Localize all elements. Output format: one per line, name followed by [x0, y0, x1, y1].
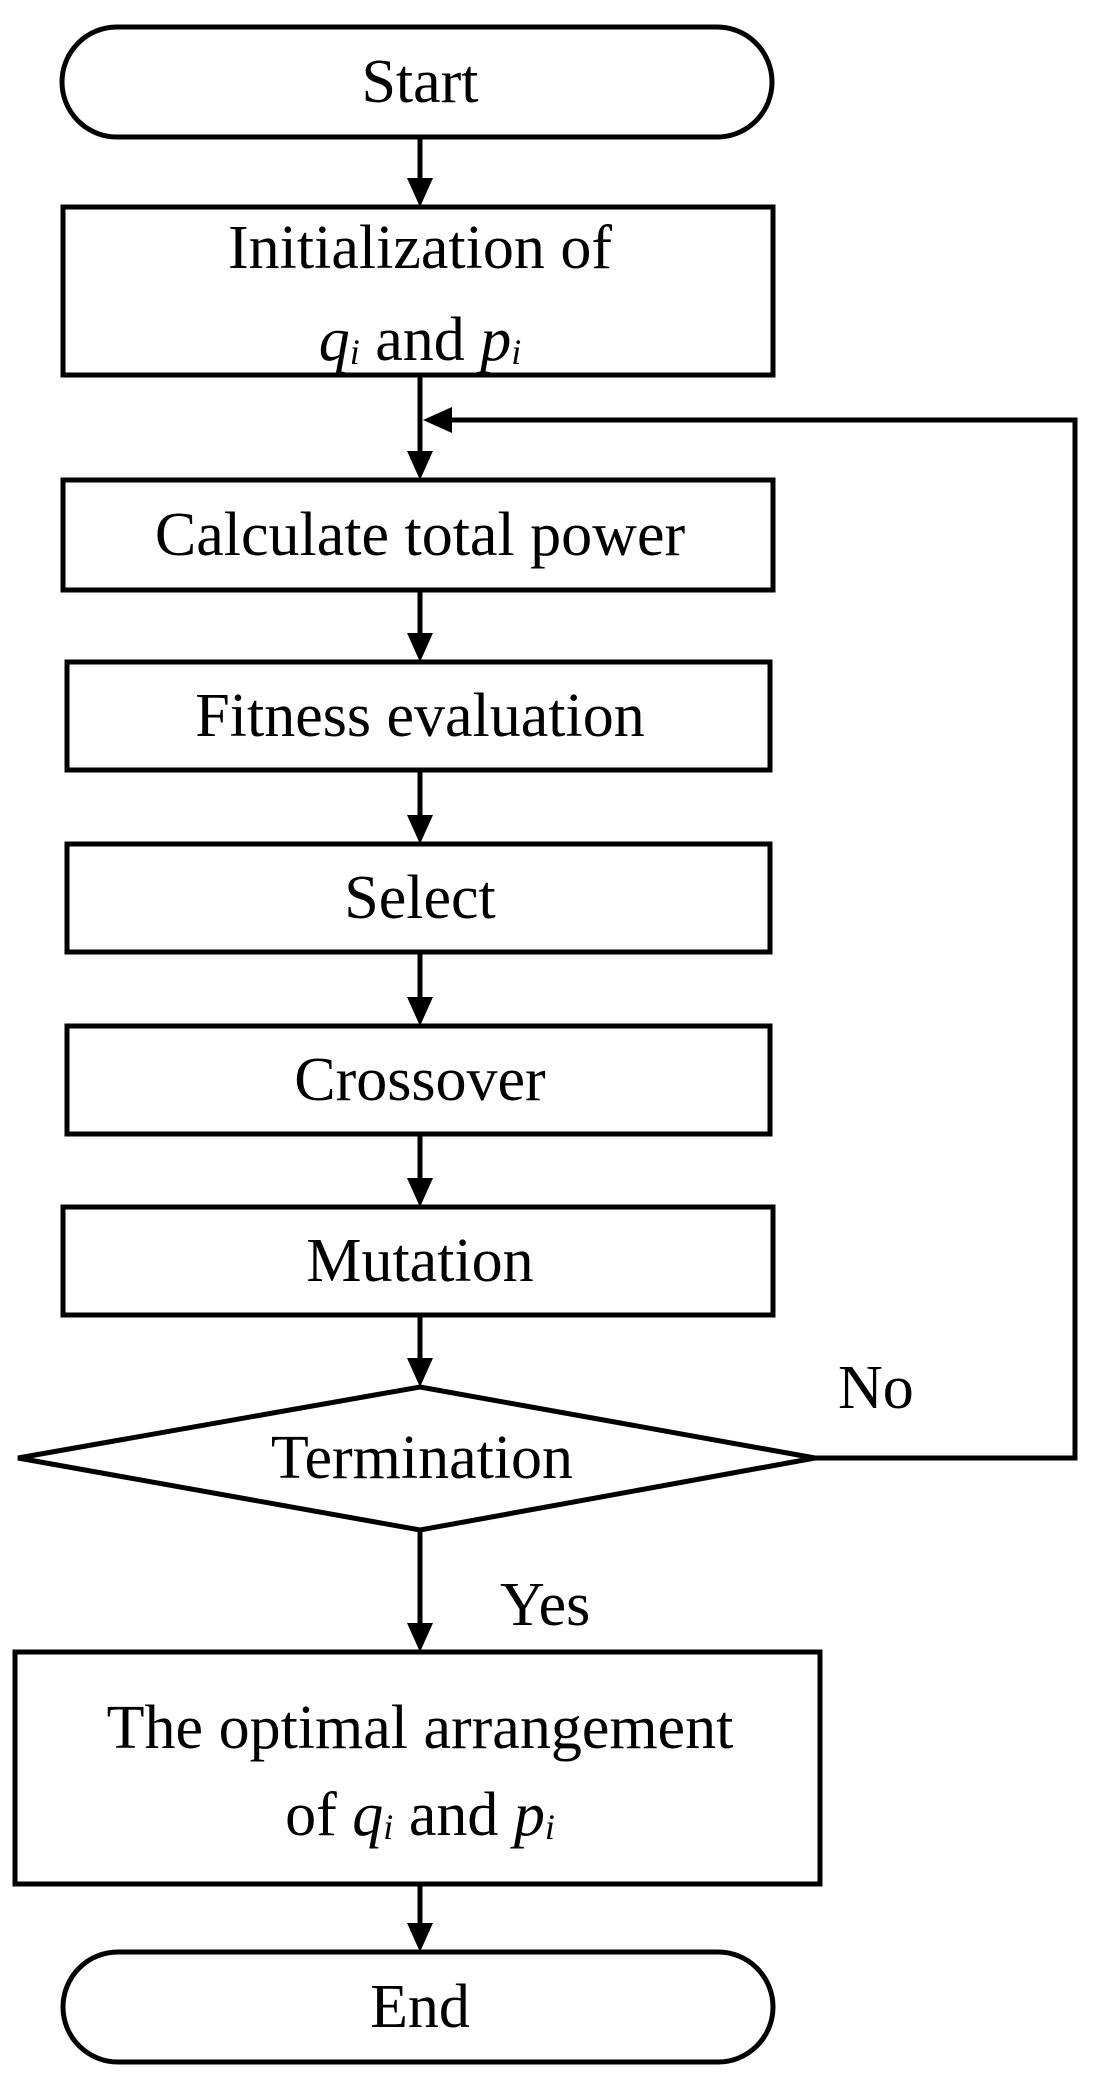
- arrow-crossover-to-mutation: [407, 1134, 433, 1207]
- init-var-p-sub: i: [511, 332, 521, 372]
- arrow-init-to-calc: [407, 375, 433, 480]
- optimal-var-q: q: [352, 1781, 383, 1849]
- end-label: End: [370, 1973, 470, 2041]
- calc-box: [60, 477, 776, 593]
- optimal-var-p: p: [510, 1781, 545, 1849]
- init-var-q-sub: i: [350, 332, 360, 372]
- select-label: Select: [344, 864, 496, 932]
- optimal-prefix: of: [285, 1781, 352, 1849]
- crossover-label: Crossover: [294, 1046, 546, 1114]
- optimal-label-line2: of qi and pi: [285, 1781, 555, 1849]
- arrow-no-loop-back: [423, 407, 1078, 1461]
- optimal-label-line1: The optimal arrangement: [107, 1694, 734, 1762]
- arrow-calc-to-fitness: [407, 590, 433, 662]
- calc-label: Calculate total power: [155, 501, 686, 569]
- arrow-fitness-to-select: [407, 770, 433, 844]
- fitness-box: [64, 659, 773, 773]
- optimal-conj: and: [393, 1781, 514, 1849]
- init-label-line2: qi and pi: [319, 306, 522, 374]
- arrow-select-to-crossover: [407, 952, 433, 1026]
- optimal-var-p-sub: i: [545, 1807, 555, 1847]
- start-label: Start: [361, 48, 478, 116]
- optimal-box: [12, 1649, 823, 1887]
- edge-label-no: No: [838, 1354, 914, 1422]
- termination-label: Termination: [271, 1424, 573, 1492]
- arrow-mutation-to-termination: [407, 1315, 433, 1387]
- init-var-q: q: [319, 306, 350, 374]
- init-var-p: p: [476, 306, 511, 374]
- start-terminal: [59, 24, 775, 140]
- arrow-start-to-init: [407, 137, 433, 207]
- end-terminal: [60, 1949, 776, 2065]
- init-label-line1: Initialization of: [228, 214, 612, 282]
- mutation-label: Mutation: [306, 1227, 533, 1295]
- fitness-label: Fitness evaluation: [195, 682, 644, 750]
- edge-label-yes: Yes: [500, 1571, 590, 1639]
- init-box: [60, 204, 776, 378]
- arrow-termination-to-optimal: [407, 1530, 433, 1652]
- optimal-var-q-sub: i: [383, 1807, 393, 1847]
- arrow-optimal-to-end: [407, 1884, 433, 1952]
- init-conj: and: [360, 306, 481, 374]
